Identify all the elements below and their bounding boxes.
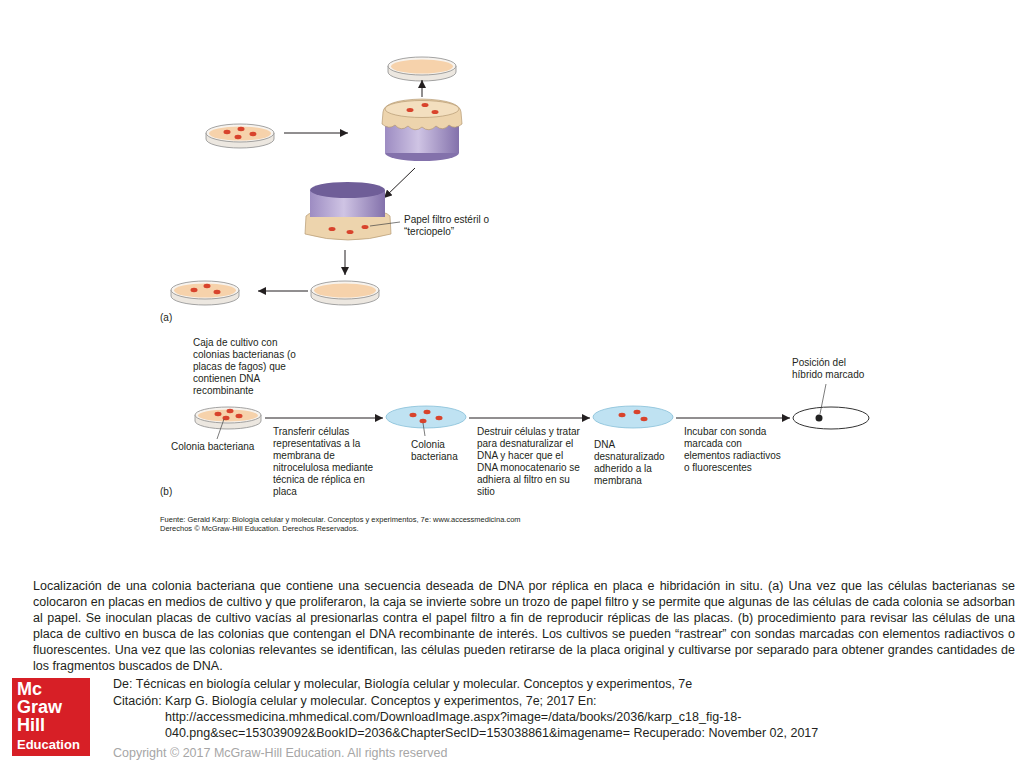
panel-letter: (b) (160, 486, 172, 498)
membrane-shape (592, 403, 674, 433)
step-arrow (265, 418, 383, 419)
colony (329, 227, 336, 231)
membrane-disc (593, 406, 673, 428)
step-description: Transferir células representativas a la … (273, 426, 377, 498)
source-note: Derechos © McGraw-Hill Education. Derech… (160, 524, 359, 533)
colony (191, 288, 198, 292)
membrane-shape (385, 403, 467, 433)
colony (436, 416, 443, 420)
film-outline (793, 407, 869, 429)
petri-dish: Caja de cultivo con colonias bacterianas… (193, 403, 263, 433)
logo-text: Education (17, 737, 80, 752)
dish-rim (195, 407, 261, 423)
culture-medium (198, 410, 258, 422)
petri-dish (388, 57, 456, 81)
colony (634, 410, 641, 414)
petri-dish-shape (195, 407, 261, 429)
colony (420, 419, 427, 423)
lift-arrow (422, 80, 423, 97)
membrane-disc (386, 406, 466, 428)
step-arrow (258, 291, 308, 292)
block-top (310, 182, 385, 198)
panel-letter: (a) (160, 312, 172, 324)
leader-line (370, 222, 400, 226)
colony (224, 130, 231, 134)
step-description: Destruir células y tratar para desnatura… (477, 426, 584, 498)
colony (410, 413, 417, 417)
colony (619, 413, 626, 417)
colony (424, 410, 431, 414)
step-arrow (384, 168, 415, 198)
denatured-dna-membrane: DNA desnaturalizado adherido a la membra… (592, 403, 674, 433)
ring-shape (792, 403, 870, 433)
colony (215, 412, 222, 416)
colonies (191, 284, 221, 294)
colony (250, 132, 257, 136)
leader-line (217, 419, 224, 439)
colonies (329, 225, 369, 234)
step-arrow (469, 418, 590, 419)
source-note: Fuente: Gerald Karp: Biología celular y … (160, 515, 521, 524)
hybrid-spot (816, 415, 823, 422)
step-arrow (345, 250, 346, 275)
step-arrow (676, 418, 790, 419)
dish-heading: Caja de cultivo con colonias bacterianas… (193, 337, 311, 397)
colony (227, 409, 234, 413)
colonies (407, 103, 439, 114)
citation: Citación: Karp G. Biología celular y mol… (113, 693, 900, 741)
colony (432, 110, 439, 114)
source-line: De: Técnicas en biología celular y molec… (113, 676, 692, 692)
figure-caption: Localización de una colonia bacteriana q… (33, 578, 1015, 674)
colonies (224, 127, 257, 139)
leader-line (423, 423, 425, 436)
colony (238, 127, 245, 131)
colony-label: Colonia bacteriana (171, 441, 254, 453)
logo-text: Graw (17, 698, 62, 717)
colony (362, 225, 369, 229)
callout-label: Papel filtro estéril o “terciopelo” (404, 214, 512, 238)
autoradiograph: Posición del híbrido marcado (792, 403, 870, 433)
logo-text: Hill (17, 716, 45, 735)
filter-paper-top (385, 101, 459, 118)
colony (641, 417, 648, 421)
step-description: Incubar con sonda marcada con elementos … (684, 426, 784, 474)
colony-label: Colonia bacteriana (411, 439, 467, 463)
leader-line (820, 384, 826, 414)
dish-shape (193, 403, 263, 433)
logo-text: Mc (17, 680, 42, 699)
colony (235, 135, 242, 139)
colony (422, 103, 429, 107)
copyright-note: Copyright © 2017 McGraw-Hill Education. … (113, 745, 447, 761)
membrane-label: DNA desnaturalizado adherido a la membra… (594, 439, 674, 487)
petri-dish (206, 124, 274, 148)
colony (347, 230, 354, 234)
hybrid-label: Posición del híbrido marcado (792, 357, 876, 381)
filter-paper (382, 99, 462, 130)
colony (204, 284, 211, 288)
colony (214, 290, 221, 294)
connectors (265, 418, 790, 419)
logo-box (12, 678, 90, 756)
replica-dish (311, 281, 379, 305)
replica-dish (171, 281, 239, 305)
nitrocellulose-membrane: Colonia bacteriana (385, 403, 467, 433)
colony (407, 108, 414, 112)
step-arrow (284, 133, 348, 134)
colony (236, 414, 243, 418)
